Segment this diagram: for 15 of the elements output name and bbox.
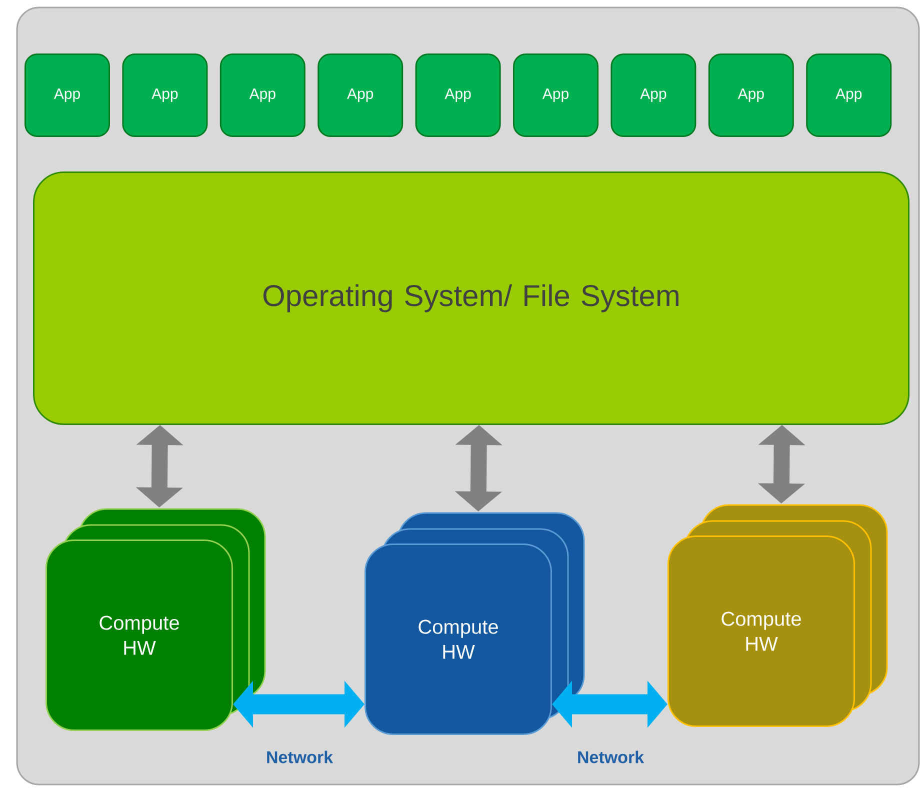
app-box: App — [513, 54, 598, 137]
card-stack: Compute HW — [46, 508, 266, 731]
system-layer-box: Operating System/ File System — [33, 172, 910, 425]
edge-label: Network — [267, 750, 334, 764]
app-box: App — [220, 54, 306, 137]
app-box: App — [122, 54, 208, 137]
app-box: App — [415, 54, 501, 137]
edge-label: Network — [578, 750, 644, 764]
app-box: App — [24, 54, 110, 137]
app-box: App — [610, 54, 696, 137]
app-box: App — [318, 54, 404, 137]
app-box: App — [806, 54, 892, 137]
card-stack: Compute HW — [364, 512, 585, 735]
app-box: App — [708, 54, 794, 137]
card-stack: Compute HW — [668, 504, 888, 727]
